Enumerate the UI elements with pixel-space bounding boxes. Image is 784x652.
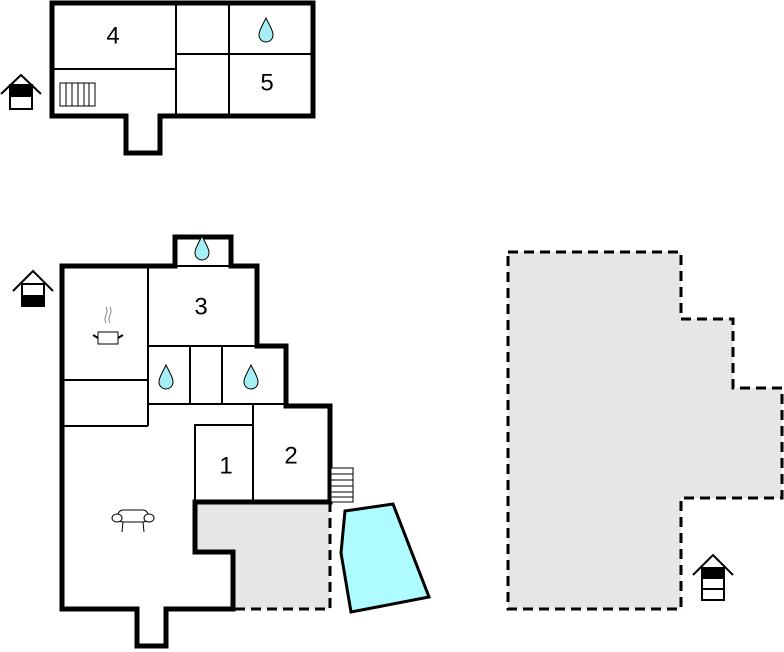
staircase-icon	[59, 82, 96, 107]
room-1-label: 1	[219, 453, 232, 480]
entrance-house-icon	[0, 73, 42, 110]
entrance-house-icon	[692, 553, 734, 601]
pool	[339, 502, 432, 614]
room-4-label: 4	[106, 23, 119, 50]
room-2-label: 2	[284, 443, 297, 470]
terrace-dashed-border	[233, 502, 332, 611]
living-room-sofa-icon	[111, 509, 155, 533]
water-drop-icon	[243, 363, 259, 390]
room-3-label: 3	[194, 294, 207, 321]
ground-floor-outline	[59, 234, 333, 649]
ground-floor: 3 1 2	[12, 234, 432, 649]
entrance-house-icon	[12, 269, 54, 307]
water-drop-icon	[258, 16, 274, 43]
outdoor-terrace	[506, 250, 784, 611]
terrace-outline	[506, 250, 784, 611]
kitchen-pot-icon	[92, 306, 124, 345]
upper-floor-outline	[49, 0, 316, 156]
terrace-fill	[195, 502, 330, 609]
room-5-label: 5	[260, 70, 273, 97]
outdoor-steps-icon	[330, 467, 354, 503]
upper-floor: 4 5	[0, 0, 316, 156]
water-drop-icon	[194, 234, 210, 261]
water-drop-icon	[158, 363, 174, 390]
